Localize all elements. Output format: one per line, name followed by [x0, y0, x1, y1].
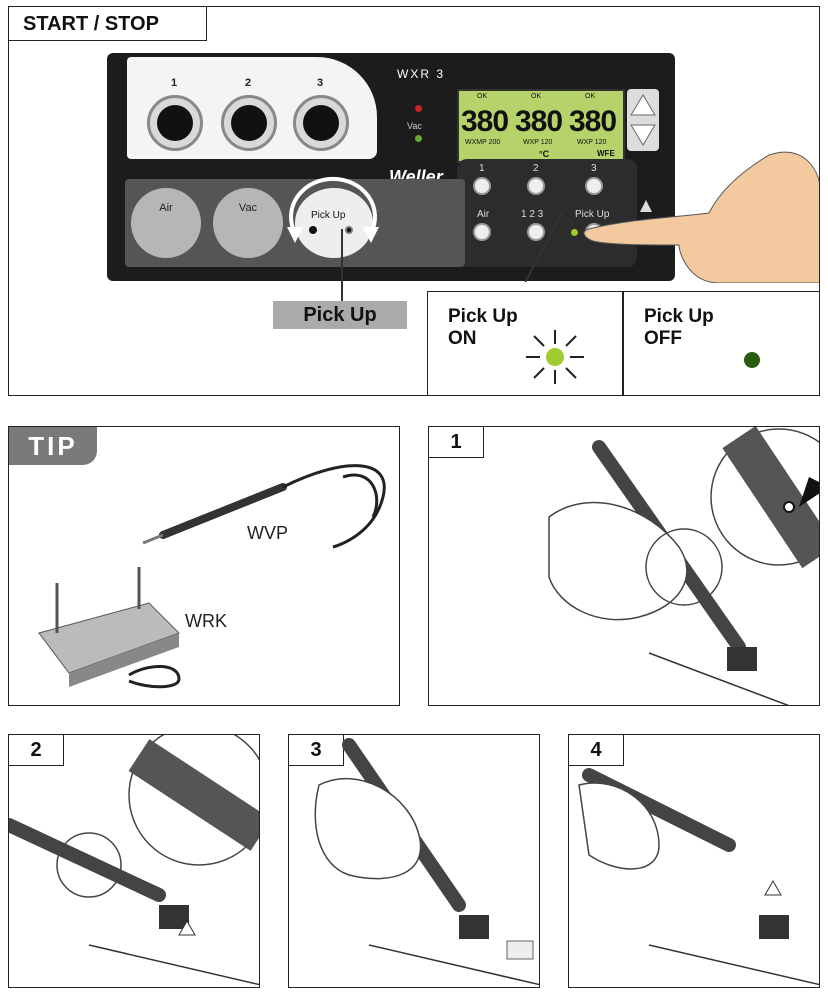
step-4-panel: 4 — [568, 734, 820, 988]
step-2-number: 2 — [9, 735, 64, 766]
air-knob[interactable]: Air — [131, 188, 201, 258]
pickup-callout: Pick Up — [273, 301, 407, 329]
channel-button-2[interactable] — [527, 177, 545, 195]
pickup-off-text: Pick Up OFF — [644, 306, 714, 350]
air-button[interactable] — [473, 223, 491, 241]
step-4-illustration — [578, 768, 819, 986]
pickup-panel-label: Pick Up — [311, 210, 346, 221]
up-down-arrow-icon — [630, 94, 656, 146]
lcd-tool-2: WXP 120 — [523, 139, 553, 146]
tool-socket-1 — [147, 95, 203, 151]
step-1-panel: 1 — [428, 426, 820, 706]
pickup-on-box: Pick Up ON — [427, 291, 623, 395]
tip-tag: TIP — [9, 427, 97, 465]
pickup-on-text: Pick Up ON — [448, 306, 518, 350]
lcd-status-3: OK — [585, 93, 596, 100]
callout-line — [341, 229, 343, 303]
wvp-tool-illustration — [142, 464, 386, 549]
pickup-off-line1: Pick Up — [644, 306, 714, 327]
pickup-off-line2: OFF — [644, 328, 682, 349]
wrk-label: WRK — [185, 611, 227, 631]
lcd-status-2: OK — [531, 93, 542, 100]
step-3-panel: 3 — [288, 734, 540, 988]
led-on-icon — [526, 330, 584, 384]
step-1-number: 1 — [429, 427, 484, 458]
lcd-temp-2: 380 — [515, 105, 563, 138]
step-3-illustration — [314, 738, 539, 986]
lower-control-panel: Air Vac Pick Up — [125, 176, 465, 267]
step-4-number: 4 — [569, 735, 624, 766]
wvp-label: WVP — [247, 523, 289, 543]
vac-led — [415, 135, 422, 142]
channel-button-3[interactable] — [585, 177, 603, 195]
step-3-number: 3 — [289, 735, 344, 766]
step-2-panel: 2 — [8, 734, 260, 988]
lcd-display: OK OK OK 380 380 380 WXMP 200 WXP 120 WX… — [457, 89, 625, 163]
lcd-tool-3: WXP 120 — [577, 139, 607, 146]
pickup-button-label: Pick Up — [575, 209, 610, 220]
air-knob-label: Air — [159, 202, 173, 214]
step-1-illustration — [548, 427, 819, 705]
channel-label-2: 2 — [245, 77, 252, 89]
lcd-unit: °C — [539, 149, 550, 159]
lcd-temp-3: 380 — [569, 105, 617, 138]
wrk-stand-illustration — [38, 567, 181, 689]
tool-socket-3 — [293, 95, 349, 151]
start-stop-title: START / STOP — [9, 7, 207, 41]
up-down-buttons[interactable] — [627, 89, 659, 151]
button-channel-label-2: 2 — [533, 163, 539, 174]
pickup-off-box: Pick Up OFF — [623, 291, 819, 395]
button-channel-label-3: 3 — [591, 163, 597, 174]
pickup-on-line2: ON — [448, 328, 477, 349]
pickup-led — [571, 229, 578, 236]
channel-label-1: 1 — [171, 77, 178, 89]
channel-button-1[interactable] — [473, 177, 491, 195]
status-led-red — [415, 105, 422, 112]
start-stop-panel: START / STOP 1 2 3 WXR 3 Vac Weller OK O… — [8, 6, 820, 396]
lcd-status-1: OK — [477, 93, 488, 100]
pickup-on-line1: Pick Up — [448, 306, 518, 327]
air-button-label: Air — [477, 209, 490, 220]
lcd-temp-1: 380 — [461, 105, 509, 138]
sequence-button-label: 1 2 3 — [521, 209, 544, 220]
lcd-tool-1: WXMP 200 — [465, 139, 501, 146]
pickup-port-right — [345, 226, 353, 234]
control-pad — [457, 159, 637, 267]
vac-indicator-label: Vac — [407, 121, 422, 131]
rotate-arrow-icon — [287, 176, 379, 243]
sequence-button[interactable] — [527, 223, 545, 241]
step-2-illustration — [9, 735, 259, 986]
vac-knob-label: Vac — [238, 202, 258, 214]
model-name: WXR 3 — [397, 67, 446, 81]
vac-knob[interactable]: Vac — [213, 188, 283, 258]
channel-label-3: 3 — [317, 77, 324, 89]
connector-panel: 1 2 3 — [127, 57, 377, 159]
tool-socket-2 — [221, 95, 277, 151]
weller-station: 1 2 3 WXR 3 Vac Weller OK OK OK 380 380 … — [107, 53, 675, 281]
esd-warning-icon — [640, 200, 652, 212]
pickup-panel[interactable]: Pick Up — [295, 188, 373, 258]
led-off-icon — [744, 352, 760, 368]
lcd-mode: WFE — [597, 149, 615, 158]
tip-panel: TIP WVP WRK — [8, 426, 400, 706]
button-channel-label-1: 1 — [479, 163, 485, 174]
finger-illustration — [583, 151, 819, 283]
pickup-port-left — [309, 226, 317, 234]
